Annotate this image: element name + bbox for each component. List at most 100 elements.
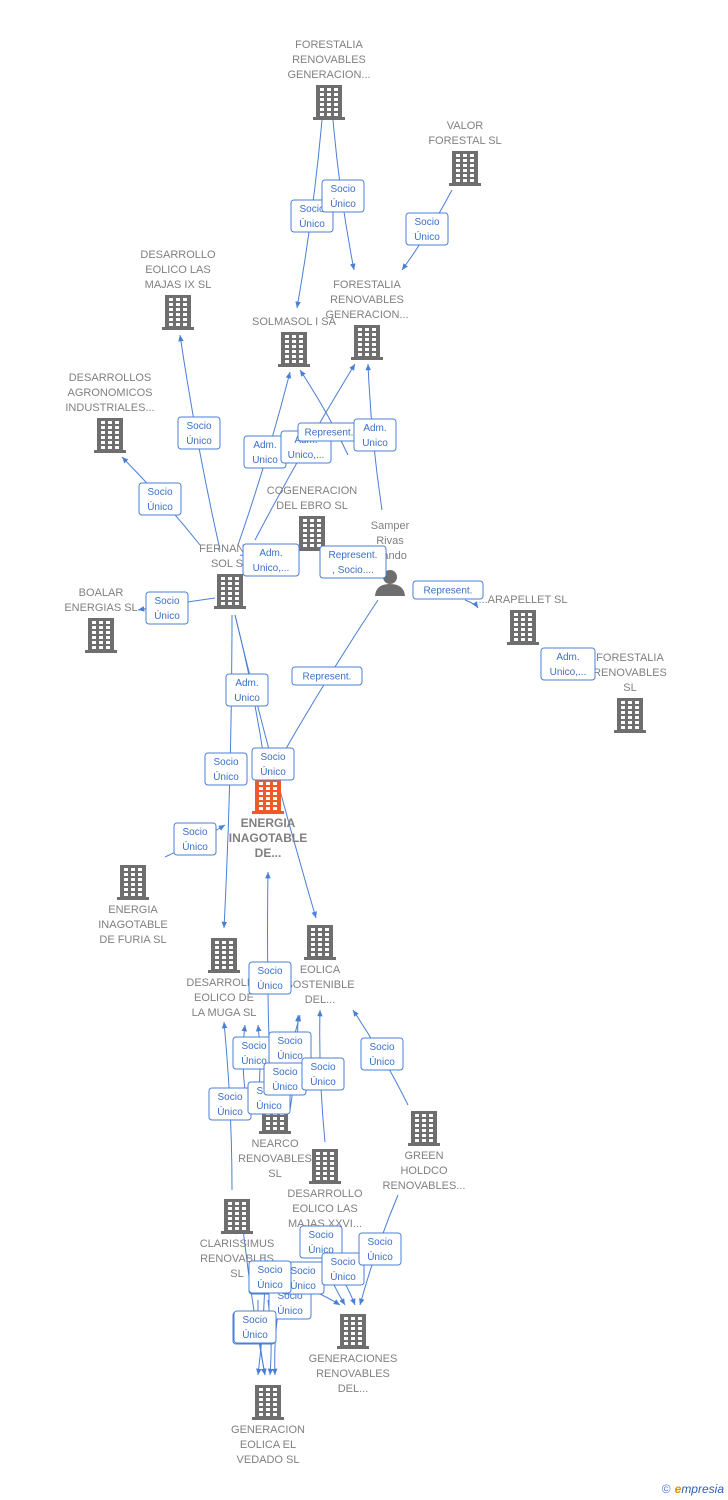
node-label: MAJAS IX SL [145, 279, 212, 291]
edge-label-text: Socio [217, 1092, 242, 1103]
node-label: DESARROLLO [287, 1188, 363, 1200]
empresia-credit[interactable]: ©empresia [662, 1482, 724, 1496]
edge-label-text: Socio [257, 966, 282, 977]
building-icon [296, 516, 328, 551]
building-icon [313, 85, 345, 120]
node-label: SL [268, 1168, 281, 1180]
building-icon [117, 865, 149, 900]
edge-label-text: Socio [260, 752, 285, 763]
company-node-solmasol[interactable]: SOLMASOL I SA [252, 316, 337, 367]
company-node-eolica-sostenible[interactable]: EOLICASOSTENIBLEDEL... [285, 925, 355, 1006]
edge-label[interactable]: Represent. [297, 422, 361, 442]
node-label: FORESTALIA [596, 652, 664, 664]
edge-label-text: Único [213, 770, 239, 783]
edge-label-text: Socio [154, 596, 179, 607]
edge-label-text: Único [290, 1279, 316, 1292]
building-icon [221, 1199, 253, 1234]
building-icon [252, 779, 284, 814]
edge-label-text: Adm. [363, 423, 386, 434]
edge-label[interactable]: Represent., Socio.... [319, 545, 387, 579]
edge-label-text: Único [310, 1075, 336, 1088]
edge-label-text: Socio [414, 217, 439, 228]
node-label: CLARISSIMUS [200, 1238, 275, 1250]
relationship-edge [464, 599, 479, 609]
node-label: EOLICO LAS [145, 264, 210, 276]
company-node-forestalia-gen-mid[interactable]: FORESTALIARENOVABLESGENERACION... [325, 279, 409, 360]
company-node-desarrollos-agronomicos[interactable]: DESARROLLOSAGRONOMICOSINDUSTRIALES... [65, 372, 155, 453]
building-icon [507, 610, 539, 645]
company-node-energia-inagotable-main[interactable]: ENERGIAINAGOTABLEDE... [229, 779, 307, 860]
edge-label-text: Socio [330, 1257, 355, 1268]
building-icon [214, 574, 246, 609]
edge-label-text: Socio [242, 1315, 267, 1326]
node-label: BOALAR [79, 587, 124, 599]
edge-label-text: Adm. [235, 678, 258, 689]
edge-label-text: Socio [367, 1237, 392, 1248]
edge-label-text: Represent. [424, 586, 473, 597]
node-label: ENERGIA [108, 904, 158, 916]
edge-label-text: Socio [241, 1041, 266, 1052]
company-node-green-holdco[interactable]: GREENHOLDCORENOVABLES... [383, 1111, 466, 1192]
edge-label-text: Único [272, 1080, 298, 1093]
edge-label[interactable]: Represent. [412, 580, 484, 600]
node-label: RENOVABLES [330, 294, 404, 306]
edge-label[interactable]: Adm.Unico,... [540, 647, 596, 681]
node-label: GENERACIONES [309, 1353, 398, 1365]
edge-label-text: Adm. [253, 440, 276, 451]
edge-label[interactable]: Adm.Unico [225, 673, 269, 707]
edge-label-text: Único [217, 1105, 243, 1118]
edge-labels-layer: SocioÚnicoSocioÚnicoSocioÚnicoSocioÚnico… [138, 179, 596, 1345]
edge-label-text: Socio [308, 1230, 333, 1241]
edge-label-text: Unico,... [550, 667, 587, 678]
edge-label-text: Unico [252, 455, 278, 466]
edge-label-text: Único [260, 765, 286, 778]
company-node-forestalia-gen-top[interactable]: FORESTALIARENOVABLESGENERACION... [287, 39, 371, 120]
company-node-generaciones-renovables[interactable]: GENERACIONESRENOVABLESDEL... [309, 1314, 398, 1395]
node-label: SOLMASOL I SA [252, 316, 337, 328]
building-icon [162, 295, 194, 330]
edge-label[interactable]: Adm.Unico,... [242, 543, 300, 577]
edge-label[interactable]: Adm.Unico [353, 418, 397, 452]
edge-label[interactable]: Represent. [291, 666, 363, 686]
company-node-boalar[interactable]: BOALAR ENERGIAS SL [64, 587, 138, 653]
edge-label-text: Socio [369, 1042, 394, 1053]
node-label: ENERGIAS SL [64, 602, 137, 614]
edge-label-text: Unico,... [288, 450, 325, 461]
company-node-arapellet[interactable]: ...ARAPELLET SL [478, 594, 568, 645]
building-icon [337, 1314, 369, 1349]
edge-label[interactable]: Adm. Unico [243, 435, 287, 469]
node-label: VEDADO SL [237, 1454, 300, 1466]
edge-label-text: Socio [257, 1265, 282, 1276]
